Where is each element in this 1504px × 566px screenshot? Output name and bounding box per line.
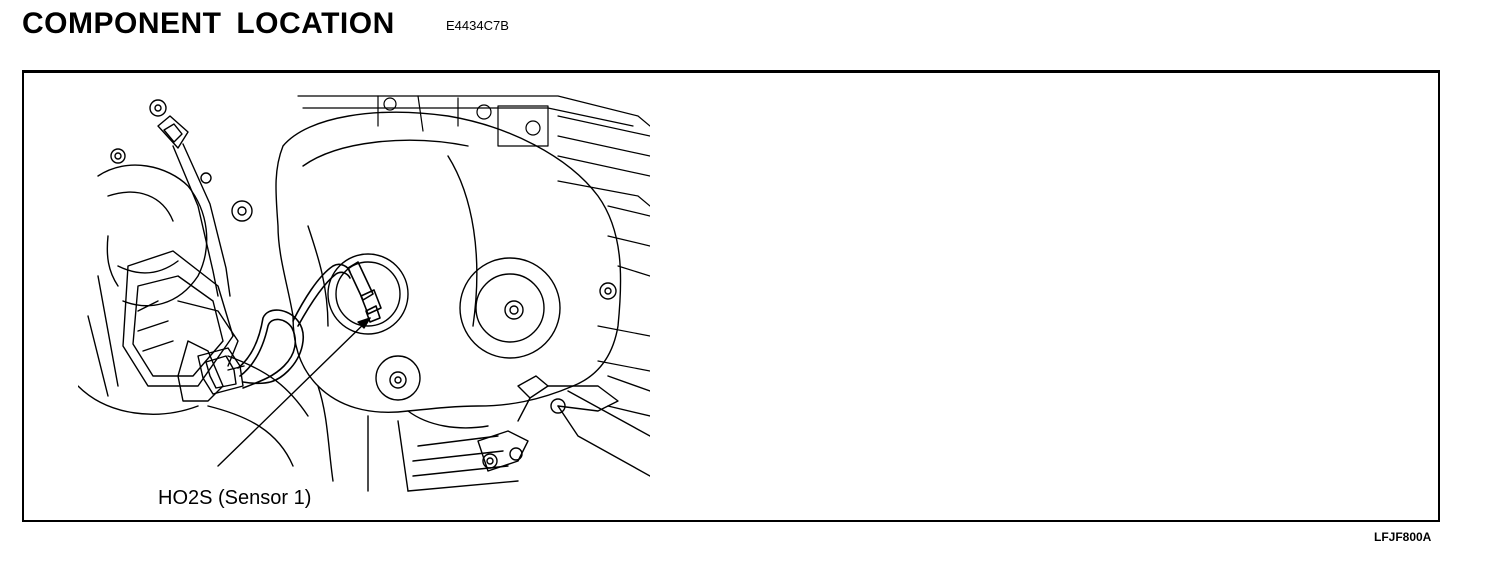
alternator — [78, 164, 309, 467]
exhaust-pipe — [317, 385, 519, 492]
heat-shield — [275, 111, 622, 413]
document-code: E4434C7B — [446, 18, 509, 33]
figure-frame — [22, 70, 1440, 522]
callout-leader — [217, 317, 371, 467]
ho2s-harness — [237, 263, 351, 389]
hose-bracket — [477, 375, 650, 477]
engine-block — [297, 95, 650, 372]
figure-id: LFJF800A — [1374, 530, 1432, 544]
shield-bolts — [110, 99, 617, 300]
page-title: COMPONENT LOCATION — [22, 7, 395, 40]
dipstick-tube — [157, 115, 231, 297]
engine-illustration — [78, 95, 650, 492]
ho2s-callout-label: HO2S (Sensor 1) — [158, 487, 312, 509]
ho2s-connector — [197, 347, 245, 395]
oxygen-sensor — [347, 261, 382, 323]
